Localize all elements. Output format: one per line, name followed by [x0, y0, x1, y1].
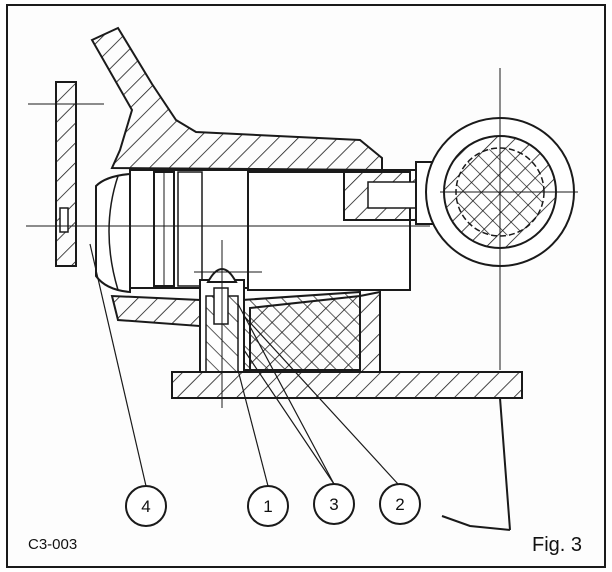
callout-4-label: 4 — [141, 497, 150, 516]
callout-3-label: 3 — [329, 495, 338, 514]
callout-1-label: 1 — [263, 497, 272, 516]
figure-code: C3-003 — [28, 536, 78, 553]
callout-2-label: 2 — [395, 495, 404, 514]
leader-3b — [237, 303, 335, 485]
leader-2 — [243, 315, 399, 485]
callout-3: 3 — [313, 483, 355, 525]
leader-3a — [243, 349, 335, 485]
flange-plate — [55, 81, 77, 267]
callout-1: 1 — [247, 485, 289, 527]
flange-slot — [59, 207, 69, 233]
callout-4: 4 — [125, 485, 167, 527]
ring-groove-2 — [177, 171, 203, 287]
leader-1 — [237, 369, 269, 487]
callout-2: 2 — [379, 483, 421, 525]
domed-end — [95, 172, 131, 294]
base-rail — [171, 371, 523, 399]
leader-4 — [89, 243, 147, 487]
figure-label: Fig. 3 — [532, 534, 583, 556]
upper-arm — [90, 26, 383, 172]
